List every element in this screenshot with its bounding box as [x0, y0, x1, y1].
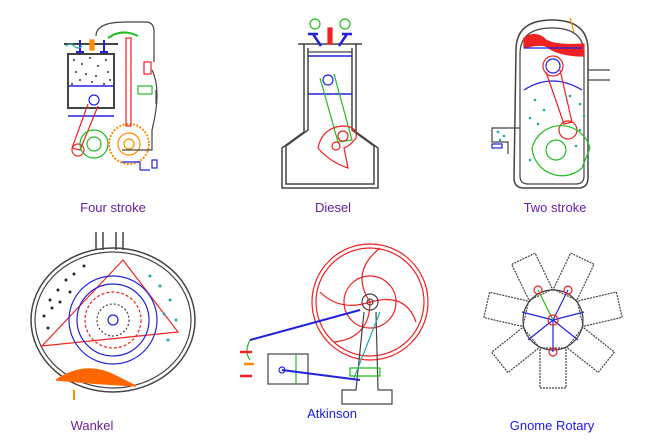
engine-label-atkinson: Atkinson [307, 406, 357, 421]
engine-link-four-stroke[interactable]: Four stroke [0, 0, 220, 220]
engine-link-atkinson[interactable]: Atkinson [220, 220, 440, 440]
four-stroke-engine-image [64, 21, 158, 171]
gnome-rotary-engine-image [483, 252, 623, 389]
wankel-engine-image [30, 232, 196, 400]
engine-link-gnome-rotary[interactable]: Gnome Rotary [440, 220, 660, 440]
engine-label-gnome-rotary: Gnome Rotary [509, 418, 595, 433]
engine-label-wankel: Wankel [70, 418, 114, 433]
engine-label-diesel: Diesel [314, 200, 352, 215]
two-stroke-engine-image [491, 17, 610, 189]
atkinson-engine-image [240, 243, 429, 405]
engine-label-four-stroke: Four stroke [80, 200, 146, 215]
engine-link-two-stroke[interactable]: Two stroke [440, 0, 660, 220]
engine-label-two-stroke: Two stroke [523, 200, 587, 215]
engine-link-diesel[interactable]: Diesel [220, 0, 440, 220]
diesel-engine-image [281, 18, 379, 189]
engine-link-wankel[interactable]: Wankel [0, 220, 220, 440]
